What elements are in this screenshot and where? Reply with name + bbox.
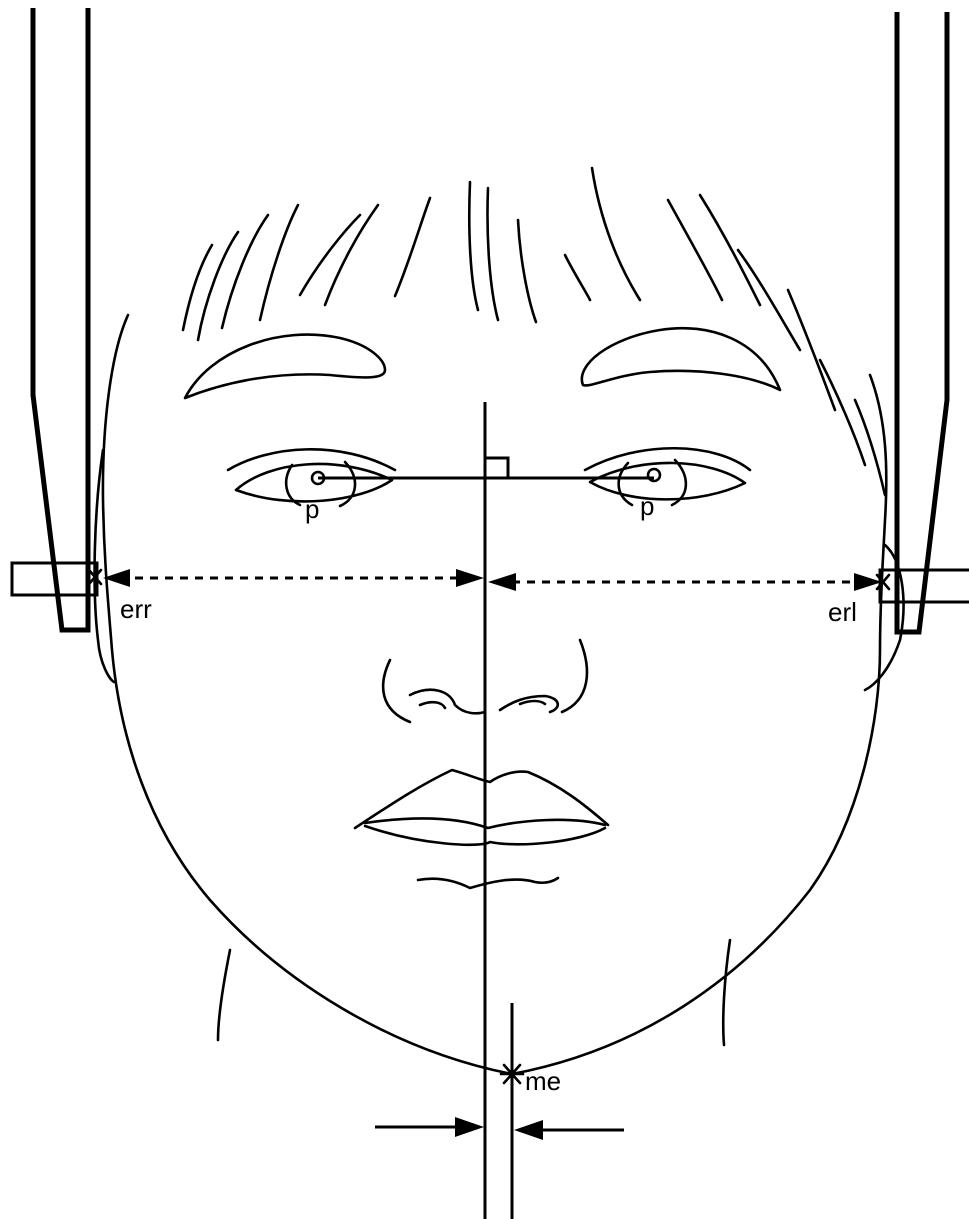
face-outline — [103, 315, 886, 1074]
ear-rod-holder-right — [12, 8, 97, 630]
label-erl: erl — [828, 597, 857, 627]
eyebrow-right — [185, 335, 385, 398]
ears — [95, 450, 904, 690]
distance-err-to-midline — [89, 569, 484, 587]
ear-rod-holder-left — [880, 12, 969, 632]
neck — [218, 940, 730, 1045]
distance-erl-to-midline — [488, 573, 889, 591]
chin-fold — [418, 878, 558, 888]
label-err: err — [120, 594, 152, 624]
label-pupil-right: p — [305, 494, 319, 524]
menton-deviation-arrows — [375, 1117, 624, 1140]
mouth — [355, 770, 608, 845]
label-me: me — [525, 1066, 561, 1096]
hair-strands — [183, 168, 885, 495]
menton-point-marker — [501, 1062, 523, 1086]
label-pupil-left: p — [640, 491, 654, 521]
eyebrow-left — [582, 328, 780, 390]
